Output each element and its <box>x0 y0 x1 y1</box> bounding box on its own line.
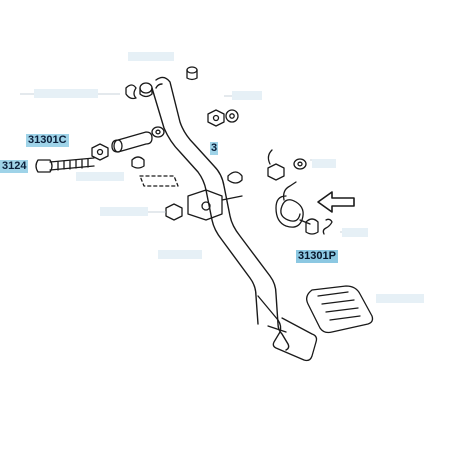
washer-part-top <box>225 109 239 123</box>
cap-part-mid <box>131 156 145 169</box>
callout-left-bolt: 3124 <box>0 160 29 173</box>
callout-bolt-ref: 31301C <box>26 134 69 147</box>
faded-callout-washer <box>312 159 336 168</box>
faded-callout-bottom <box>158 250 202 259</box>
pedal-bracket <box>187 189 243 221</box>
return-spring-part <box>275 181 311 228</box>
washer-part-left <box>151 126 165 138</box>
clip-part <box>125 84 137 100</box>
stop-bracket-part <box>139 175 179 187</box>
faded-callout-mid-left <box>76 172 124 181</box>
nut-part-top <box>207 109 225 127</box>
long-bolt-part <box>35 157 95 173</box>
faded-callout-left <box>34 89 98 98</box>
callout-spring-ref: 31301P <box>296 250 338 263</box>
callout-mid-ref: 3 <box>210 142 219 155</box>
nut-part-left <box>91 143 109 161</box>
faded-callout-upper-right <box>232 91 262 100</box>
bushing-part <box>139 82 153 98</box>
hook-part <box>267 149 285 181</box>
pedal-lower-lever <box>257 295 318 362</box>
spring-clip-part <box>322 218 333 235</box>
pin-part <box>186 66 198 81</box>
spring-bushing-part <box>305 218 319 235</box>
pedal-arm <box>151 76 290 351</box>
dome-cap-part <box>227 171 243 184</box>
washer-part-right <box>293 158 307 170</box>
faded-callout-clip <box>342 228 368 237</box>
pedal-pad <box>306 285 374 334</box>
shaft-pin-part <box>111 131 153 153</box>
nut-part-low <box>165 203 183 221</box>
arrow-pointer-icon <box>317 191 355 213</box>
faded-callout-low-left <box>100 207 148 216</box>
faded-callout-top <box>128 52 174 61</box>
faded-callout-pad <box>376 294 424 303</box>
